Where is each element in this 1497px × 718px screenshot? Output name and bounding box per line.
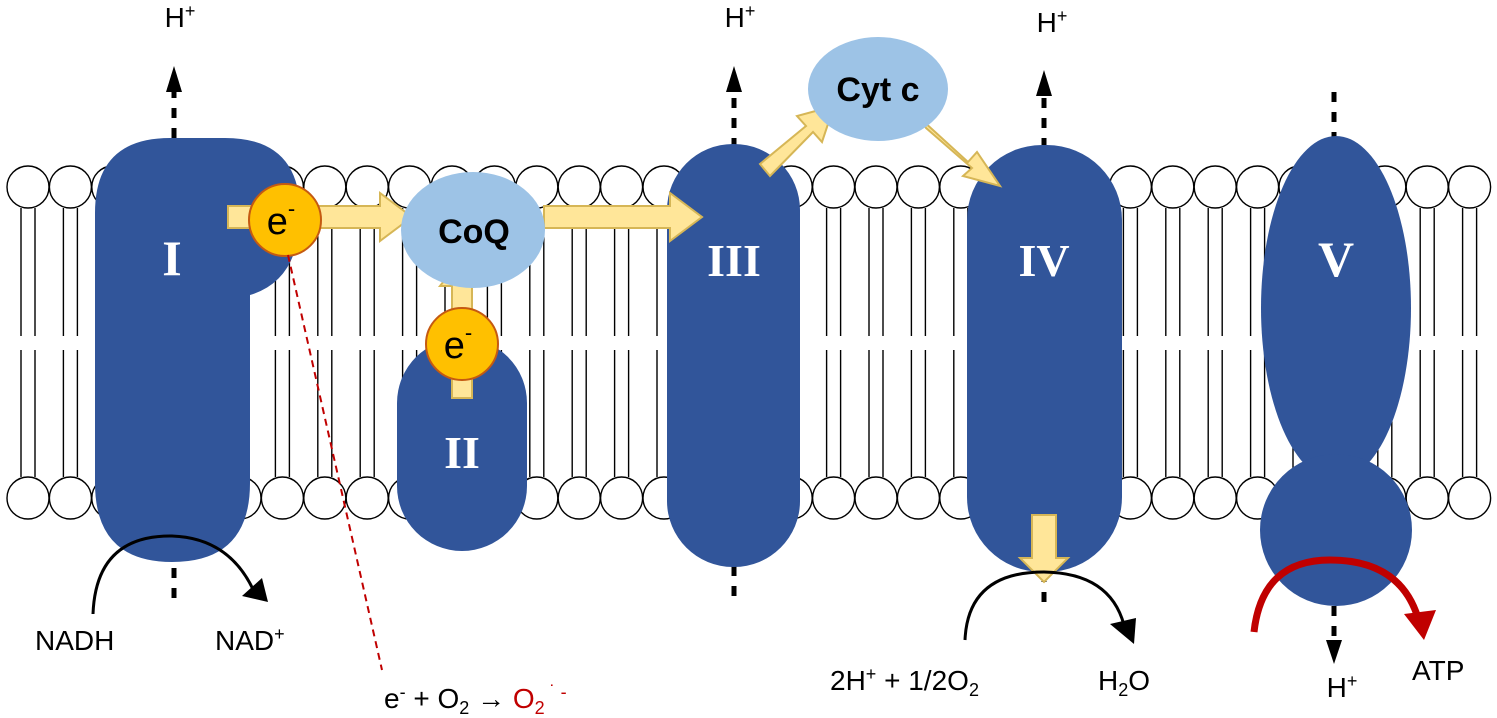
complex-1: I: [95, 138, 300, 562]
electron-label-1: e-: [267, 196, 295, 243]
lipid-head: [6, 476, 50, 520]
lipid-head: [599, 476, 644, 520]
electron-complex-1: e-: [248, 183, 322, 257]
lipid-head: [896, 165, 941, 209]
proton-transfer-arrows: [166, 66, 1342, 664]
coq-carrier: CoQ: [401, 172, 545, 288]
complex-3: III: [667, 144, 800, 567]
water-reaction-arrowhead: [1110, 618, 1136, 644]
lipid-head: [811, 476, 856, 520]
nadh-reaction-arrow: [91, 534, 258, 615]
proton-labels: H+ H+ H+ H+: [165, 1, 1358, 703]
lipid-head: [260, 476, 305, 520]
complex-2: II: [397, 338, 527, 551]
flow-arrow-complex4-down: [1017, 514, 1071, 584]
lipid-head: [345, 476, 389, 520]
proton-label-complex-5: H+: [1327, 671, 1358, 703]
atp-synthesis-arrow: [1250, 556, 1422, 633]
coq-ellipse: [401, 172, 545, 288]
lipid-head: [557, 165, 601, 209]
complex-5: V: [1260, 136, 1412, 606]
water-product-label: H2O: [1098, 665, 1150, 700]
complex-3-label: III: [707, 235, 761, 286]
lipid-head: [6, 165, 50, 209]
cytc-label: Cyt c: [836, 71, 919, 109]
nad-label: NAD+: [215, 624, 285, 656]
proton-label-complex-4: H+: [1037, 6, 1068, 38]
complex-1-label: I: [162, 230, 181, 286]
lipid-head: [1151, 476, 1195, 520]
lipid-head: [1193, 165, 1237, 209]
proton-arrowhead-complex-1: [166, 66, 182, 92]
ros-leak-line: [287, 254, 383, 671]
lipid-head: [1193, 476, 1237, 520]
complex-5-label: V: [1318, 231, 1354, 287]
lipid-head: [811, 165, 856, 209]
nadh-reaction-arrowhead: [242, 578, 268, 602]
electron-label-2: e-: [444, 320, 472, 367]
complex-2-body: [397, 338, 527, 551]
lipid-head: [854, 476, 898, 520]
ros-reaction-label: e- + O2 → O2 ˙ -: [384, 682, 567, 718]
water-reaction-arrow: [963, 570, 1126, 641]
complex-3-body: [667, 144, 800, 567]
cytc-carrier: Cyt c: [808, 37, 948, 141]
lipid-head: [48, 476, 93, 520]
lipid-head: [1405, 476, 1449, 520]
water-reactants-label: 2H+ + 1/2O2: [830, 664, 979, 700]
atp-label: ATP: [1412, 655, 1464, 686]
complex-4: IV: [967, 145, 1122, 572]
electron-complex-2: e-: [425, 307, 499, 381]
lipid-head: [48, 165, 93, 209]
lipid-head: [599, 165, 644, 209]
lipid-head: [854, 165, 898, 209]
flow-arrow-coq-to-complex3: [543, 191, 704, 243]
electron-circle-2: [425, 307, 499, 381]
complex-4-body: [967, 145, 1122, 572]
flow-arrow-cytc-to-complex4: [921, 119, 1003, 188]
complex-5-upper: [1261, 136, 1411, 480]
lipid-head: [1405, 165, 1449, 209]
lipid-head: [1235, 165, 1280, 209]
cytc-ellipse: [808, 37, 948, 141]
proton-arrowhead-complex-4: [1036, 70, 1052, 96]
proton-arrowhead-complex-5: [1326, 640, 1342, 664]
lipid-head: [557, 476, 601, 520]
lipid-head: [1447, 165, 1492, 209]
proton-arrowhead-complex-3: [726, 66, 742, 92]
proton-label-complex-1: H+: [165, 1, 196, 33]
coq-label: CoQ: [438, 213, 510, 251]
complex-5-lower: [1260, 454, 1412, 606]
electron-circle-1: [248, 183, 322, 257]
lipid-head: [896, 476, 941, 520]
lipid-head: [1447, 476, 1492, 520]
atp-synthesis-arrowhead: [1404, 610, 1436, 640]
lipid-head: [1151, 165, 1195, 209]
complex-2-label: II: [444, 427, 480, 478]
complex-1-body: [95, 138, 300, 562]
nadh-label: NADH: [35, 625, 114, 656]
complex-4-label: IV: [1018, 235, 1069, 286]
proton-label-complex-3: H+: [725, 1, 756, 33]
